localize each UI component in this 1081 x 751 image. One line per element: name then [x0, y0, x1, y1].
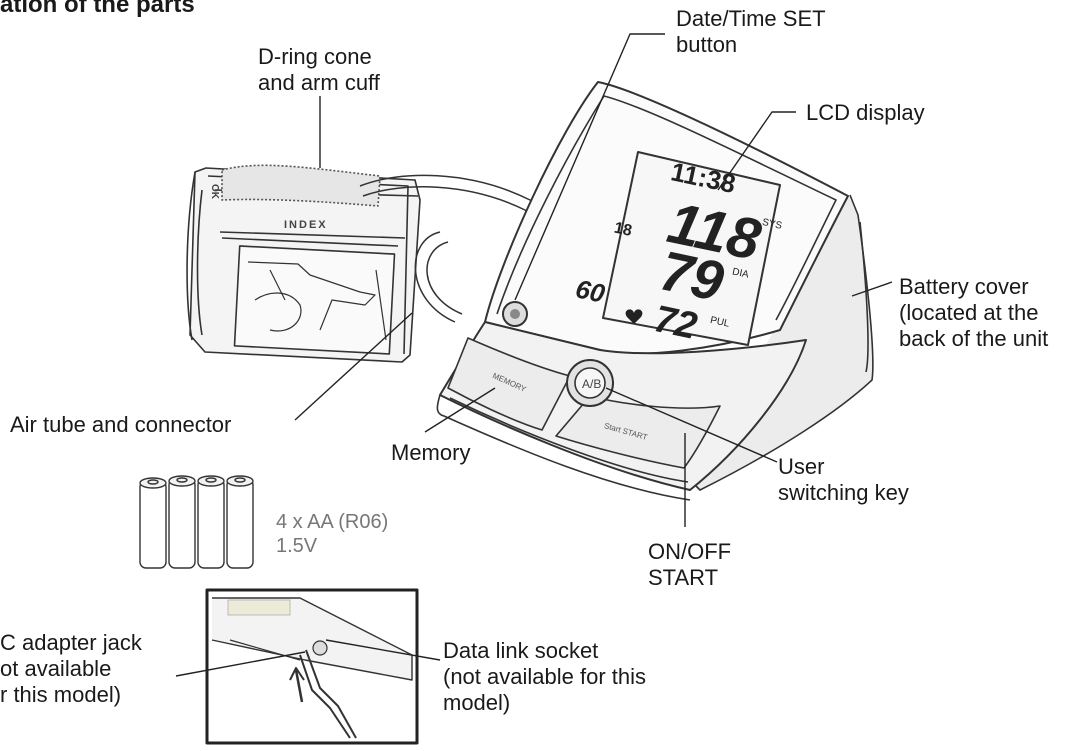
cuff-index-text: INDEX [284, 219, 328, 231]
cuff-ok-text: OK [209, 184, 220, 200]
label-memory: Memory [391, 440, 470, 466]
label-date-time-set: Date/Time SET button [676, 6, 826, 58]
label-batteries: 4 x AA (R06) 1.5V [276, 510, 388, 558]
lcd-pulse: 72 [651, 298, 701, 348]
arm-cuff-illustration [187, 165, 420, 362]
label-air-tube: Air tube and connector [10, 412, 231, 438]
section-heading: ation of the parts [0, 0, 195, 18]
label-on-off-start: ON/OFF START [648, 539, 731, 591]
user-key-glyph: A/B [582, 377, 601, 391]
label-lcd-display: LCD display [806, 100, 925, 126]
batteries-illustration [140, 476, 253, 568]
label-ac-adapter-jack: C adapter jack ot available r this model… [0, 630, 142, 708]
label-user-switching-key: User switching key [778, 454, 909, 506]
label-battery-cover: Battery cover (located at the back of th… [899, 274, 1048, 352]
label-data-link-socket: Data link socket (not available for this… [443, 638, 646, 716]
battery-3 [198, 476, 224, 568]
battery-4 [227, 476, 253, 568]
lcd-user-number: 18 [613, 220, 634, 240]
label-d-ring-cuff: D-ring cone and arm cuff [258, 44, 380, 96]
battery-1 [140, 478, 166, 568]
socket-inset [207, 590, 417, 743]
battery-2 [169, 476, 195, 568]
monitor-unit-illustration [437, 82, 872, 500]
